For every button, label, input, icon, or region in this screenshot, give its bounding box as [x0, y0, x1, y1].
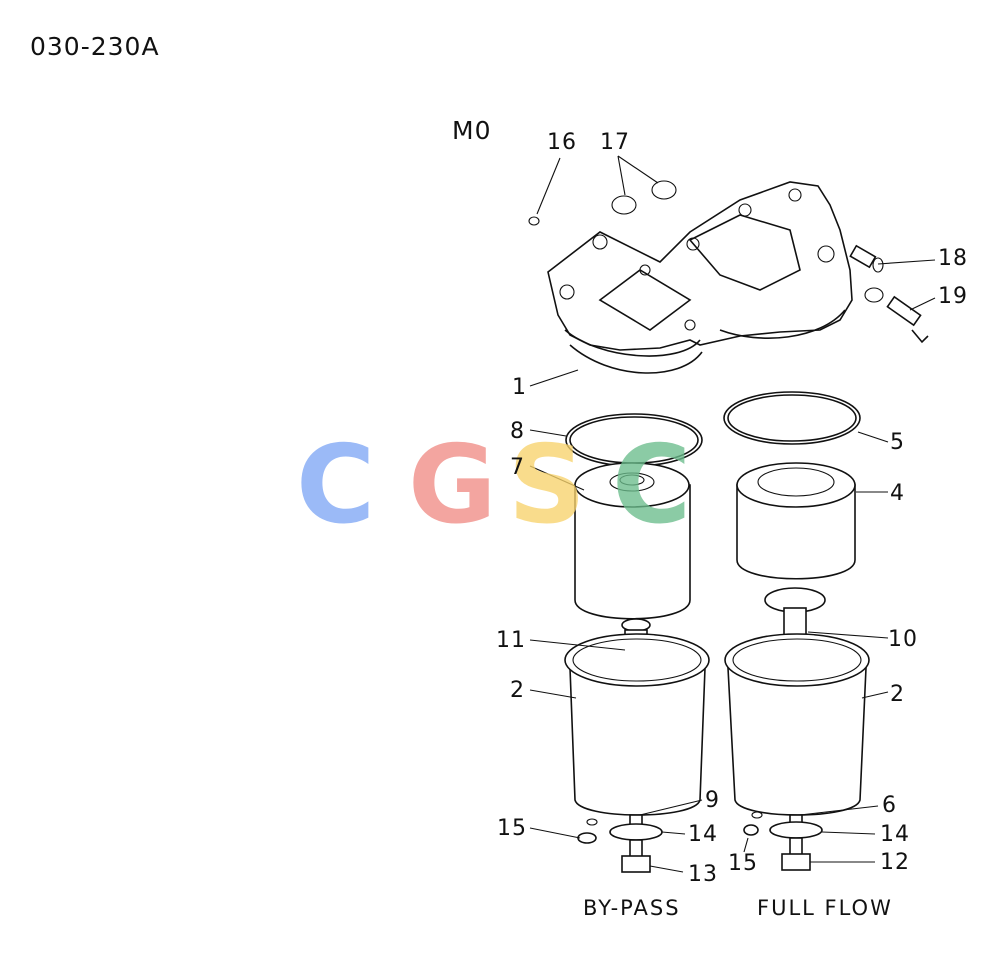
part-label-17: 17 — [600, 130, 630, 155]
part-label-2-right: 2 — [890, 682, 905, 707]
part-label-16: 16 — [547, 130, 577, 155]
model-label: M0 — [452, 116, 492, 145]
part-label-7: 7 — [510, 455, 525, 480]
banjo-bolt — [849, 244, 884, 273]
small-o-ring — [528, 216, 540, 226]
case-right — [724, 633, 870, 816]
part-label-1: 1 — [512, 375, 527, 400]
bypass-caption: BY-PASS — [583, 896, 681, 920]
part-label-19: 19 — [938, 284, 968, 309]
part-label-18: 18 — [938, 246, 968, 271]
full-flow-element — [736, 462, 856, 580]
part-label-14-left: 14 — [688, 822, 718, 847]
o-ring-b — [651, 180, 677, 200]
full-flow-bottom-parts — [743, 811, 823, 871]
bypass-element — [574, 462, 691, 620]
full-flow-caption: FULL FLOW — [757, 896, 893, 920]
part-label-15-left: 15 — [497, 816, 527, 841]
part-label-11: 11 — [496, 628, 526, 653]
watermark-letter-4: C — [612, 423, 692, 548]
pressure-switch — [864, 287, 929, 344]
part-label-9: 9 — [705, 788, 720, 813]
part-label-14-right: 14 — [880, 822, 910, 847]
leader-lines — [529, 155, 936, 873]
watermark-letter-3: S — [508, 423, 586, 548]
diagram-code: 030-230A — [30, 32, 160, 61]
case-left — [564, 633, 710, 816]
part-label-15-right: 15 — [728, 851, 758, 876]
part-label-5: 5 — [890, 430, 905, 455]
watermark-letter-2: G — [408, 423, 497, 548]
part-label-2-left: 2 — [510, 678, 525, 703]
watermark-letter-1: C — [296, 423, 376, 548]
filter-head-housing — [547, 181, 853, 374]
part-label-6: 6 — [882, 793, 897, 818]
part-label-8: 8 — [510, 419, 525, 444]
bypass-bottom-parts — [577, 814, 663, 873]
o-ring-a — [611, 195, 637, 215]
gasket-right — [723, 391, 861, 445]
part-label-12: 12 — [880, 850, 910, 875]
part-label-13: 13 — [688, 862, 718, 887]
part-label-4: 4 — [890, 481, 905, 506]
part-label-10: 10 — [888, 627, 918, 652]
